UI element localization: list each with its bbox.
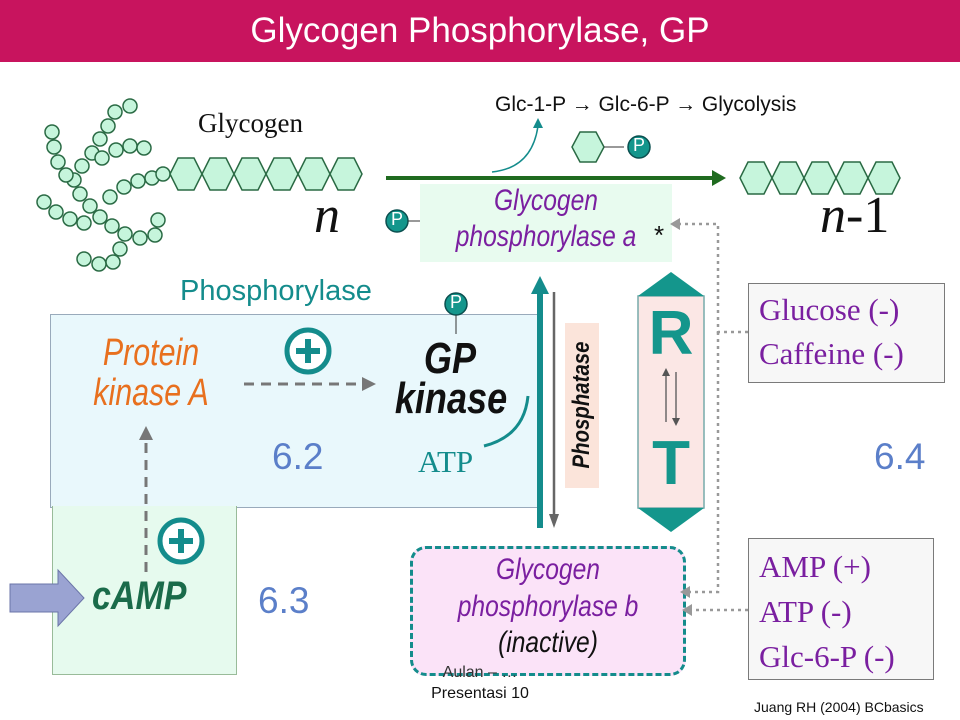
phosphate-enzyme-a: P	[389, 209, 405, 230]
effector-atp: ATP (-)	[759, 594, 852, 630]
n-label: n	[314, 186, 340, 245]
section-6-2: 6.2	[272, 436, 323, 478]
glycogen-branch-icon	[37, 99, 170, 271]
enzyme-a-line2: phosphorylase a	[443, 220, 650, 254]
t-state-label: T	[636, 428, 706, 499]
effector-glc6p: Glc-6-P (-)	[759, 639, 895, 675]
effector-box-bottom: AMP (+) ATP (-) Glc-6-P (-)	[748, 538, 934, 680]
slide-title: Glycogen Phosphorylase, GP	[0, 0, 960, 62]
reaction-arrowhead	[712, 170, 726, 186]
footer-author: Aulan – …	[380, 664, 580, 682]
released-glucose-icon	[572, 132, 604, 162]
enzyme-a-line1: Glycogen	[443, 184, 650, 218]
section-6-4: 6.4	[874, 436, 925, 478]
phosphorylase-label: Phosphorylase	[180, 275, 372, 308]
r-state-label: R	[636, 298, 706, 369]
pathway-label: Glc-1-P → Glc-6-P → Glycolysis	[495, 93, 796, 117]
footer-presentation: Presentasi 10	[380, 685, 580, 703]
atp-label: ATP	[418, 444, 473, 480]
pka-line1: Protein	[75, 332, 227, 375]
citation: Juang RH (2004) BCbasics	[754, 699, 924, 715]
enzyme-b-line1: Glycogen	[435, 553, 661, 587]
gp-kinase-line2: kinase	[390, 374, 513, 424]
effector-amp: AMP (+)	[759, 549, 871, 585]
phosphate-glc1p: P	[631, 135, 647, 156]
section-6-3: 6.3	[258, 580, 309, 622]
pka-line2: kinase A	[75, 372, 227, 415]
effector-caffeine: Caffeine (-)	[759, 336, 904, 372]
enzyme-a-mark: *	[654, 220, 664, 251]
camp-label: cAMP	[92, 574, 186, 619]
effector-box-top: Glucose (-) Caffeine (-)	[748, 283, 945, 383]
effector-glucose: Glucose (-)	[759, 292, 899, 328]
phosphate-gp-kinase: P	[448, 292, 464, 313]
n-minus-1-label: n-1	[820, 186, 889, 245]
phosphatase-label: Phosphatase	[568, 337, 596, 473]
enzyme-b-line3: (inactive)	[435, 626, 661, 660]
enzyme-b-line2: phosphorylase b	[435, 590, 661, 624]
glycogen-label: Glycogen	[198, 108, 303, 139]
